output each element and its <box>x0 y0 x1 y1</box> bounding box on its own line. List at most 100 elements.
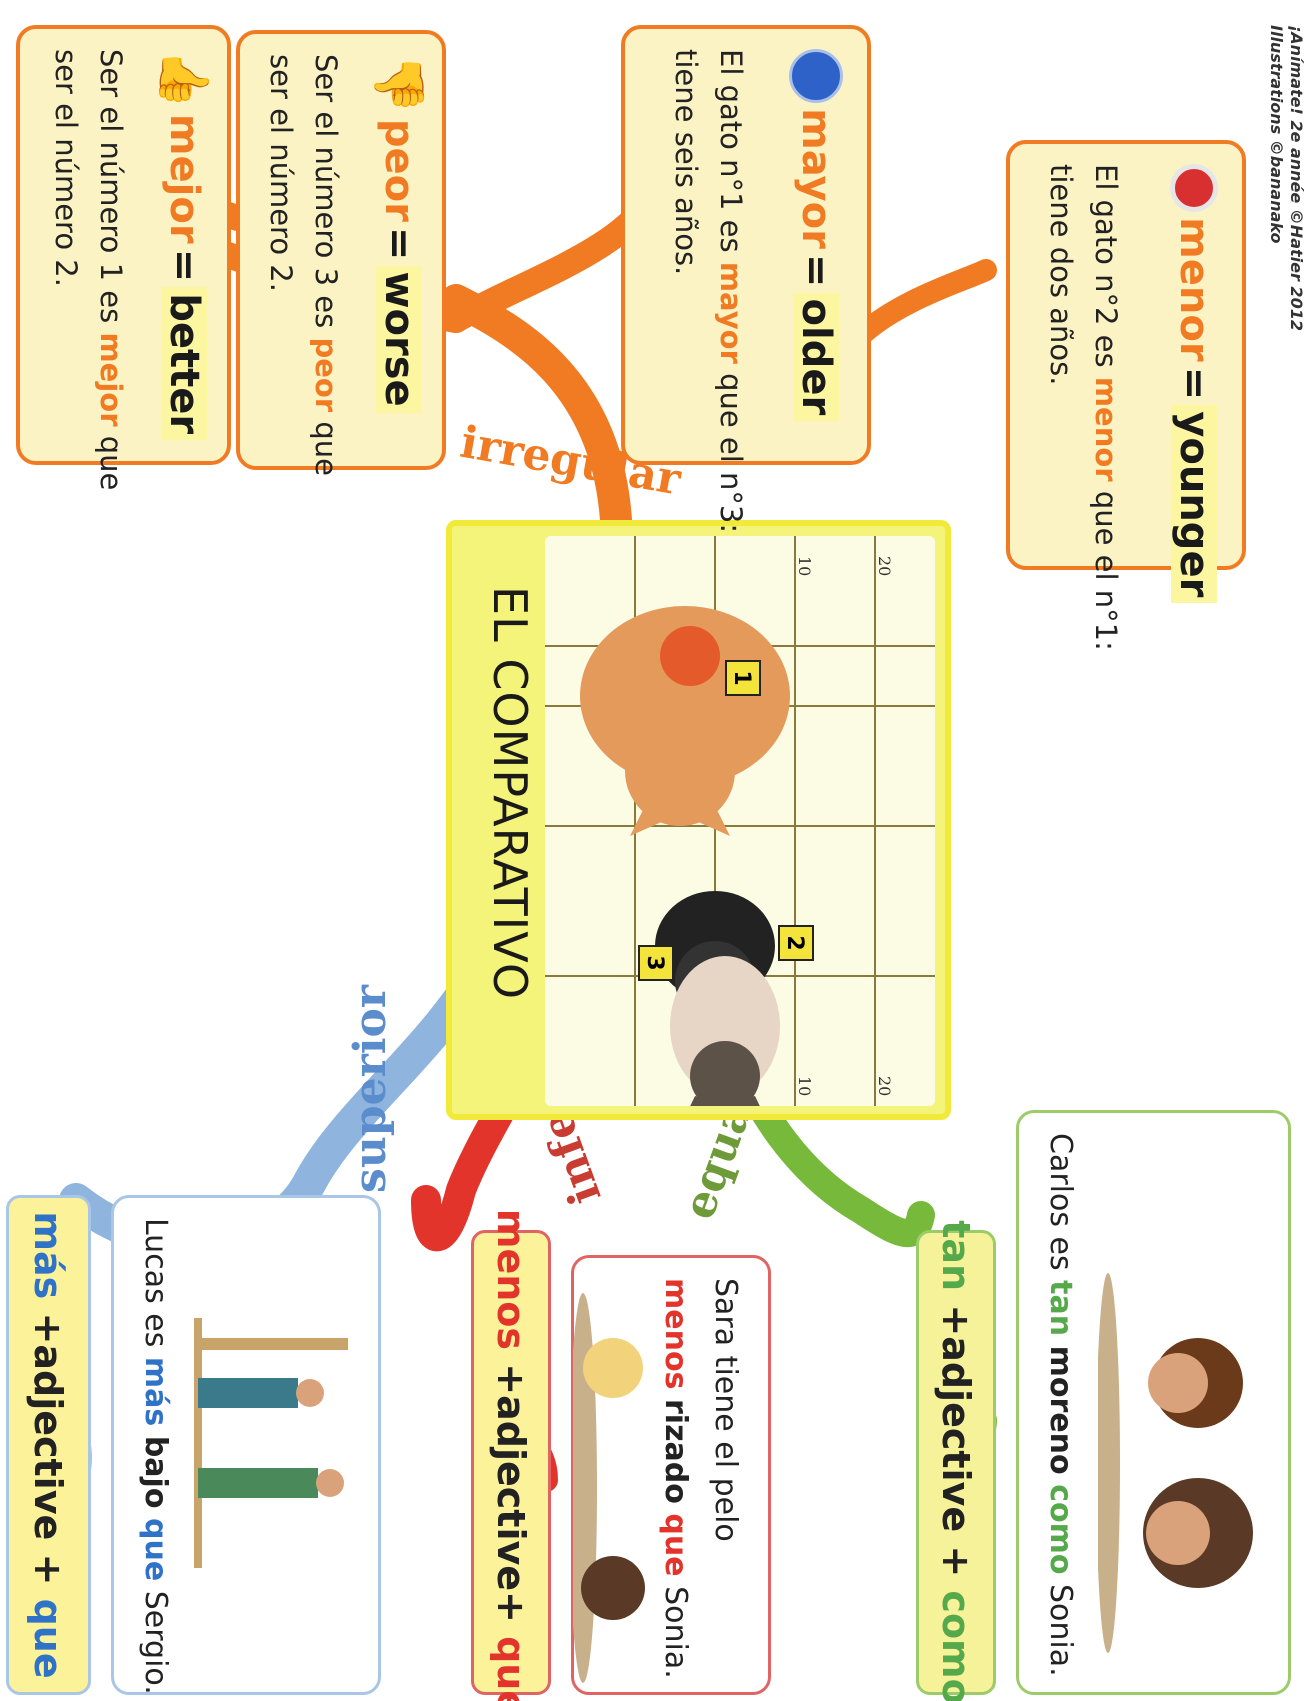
menos-plus-2: + <box>489 1591 533 1623</box>
mejor-example-line2: ser el número 2. <box>49 49 83 287</box>
mas-sentence-que: que <box>138 1517 173 1582</box>
tan-como: como <box>934 1590 978 1701</box>
menos-sentence-part-3: Sonia. <box>658 1586 693 1679</box>
mejor-word: mejor <box>161 113 208 244</box>
mas-sentence-part-3: Sergio. <box>138 1590 173 1695</box>
mas-sentence-part-1: Lucas es <box>138 1218 173 1348</box>
mas-formula: más + adjective + que <box>6 1195 91 1695</box>
cat-1 <box>580 606 790 836</box>
mayor-eq: = <box>793 253 839 288</box>
tan-sentence-part-1: Carlos es <box>1043 1133 1078 1271</box>
peor-example-part-1: Ser el número 3 es <box>309 54 343 329</box>
menor-translation: younger <box>1171 405 1217 604</box>
tan-plus-1: + <box>934 1304 978 1337</box>
peor-example-word: peor <box>309 337 343 413</box>
credit-line-2: Illustrations ©bananako <box>1267 25 1286 244</box>
boys-height-illustration <box>194 1318 348 1568</box>
menor-example-word: menor <box>1089 376 1123 482</box>
center-title: EL COMPARATIVO <box>483 586 537 1001</box>
peor-example-part-2: que <box>309 421 343 476</box>
mayor-example-line2: tiene seis años. <box>669 49 703 276</box>
thumbs-up-icon: 👍 <box>156 49 212 109</box>
mas-plus-2: + <box>26 1553 71 1586</box>
cat-tag-2: 2 <box>782 935 807 950</box>
mas-sentence-mas: más <box>138 1356 173 1427</box>
menos-formula: menos + adjective + que <box>471 1209 551 1701</box>
cat-tag-3: 3 <box>642 955 667 970</box>
cats-illustration: 1 2 3 20 10 20 10 <box>545 536 935 1106</box>
ruler-mark-right-top: 20 <box>875 1076 894 1096</box>
irregular-card-mayor: mayor = older El gato n°1 es mayor que e… <box>621 25 871 533</box>
menor-example-line1: El gato n°2 es menor que el n°1: <box>1085 164 1127 651</box>
peor-word: peor <box>376 118 423 222</box>
mas-example-card: Lucas es más bajo que Sergio. <box>111 1195 381 1695</box>
mas-word: más <box>26 1211 71 1300</box>
mayor-example-word: mayor <box>714 261 748 364</box>
menor-eq: = <box>1171 366 1217 401</box>
mejor-translation: better <box>161 287 208 441</box>
menos-sentence-line1: Sara tiene el pelo <box>708 1278 743 1542</box>
blue-dot-icon <box>789 49 843 103</box>
menor-example-line2: tiene dos años. <box>1044 164 1078 386</box>
tan-sentence-tan: tan <box>1043 1280 1078 1337</box>
credit: ¡Anímate! 2e année ©Hatier 2012 Illustra… <box>1266 25 1306 331</box>
menos-example-card: Sara tiene el pelo menos rizado que Soni… <box>571 1255 771 1695</box>
menor-example-part-1: El gato n°2 es <box>1089 164 1123 368</box>
thumbs-down-icon: 👎 <box>371 54 427 114</box>
girls-hair-illustration <box>573 1293 645 1683</box>
cat-tag-1: 1 <box>729 670 754 685</box>
mayor-example-line1: El gato n°1 es mayor que el n°3: <box>710 49 752 533</box>
menos-sentence-que: que <box>658 1513 693 1577</box>
tan-sentence-como: como <box>1043 1484 1078 1575</box>
menos-sentence-menos: menos <box>658 1278 693 1390</box>
tan-sentence: Carlos es tan moreno como Sonia. <box>1037 1133 1083 1677</box>
mayor-example-part-1: El gato n°1 es <box>714 49 748 253</box>
tan-sentence-part-3: Sonia. <box>1043 1584 1078 1677</box>
menos-word: menos <box>489 1208 533 1351</box>
mejor-eq: = <box>161 248 208 283</box>
mejor-example-word: mejor <box>94 332 128 427</box>
irregular-card-mejor: 👍 mejor = better Ser el número 1 es mejo… <box>16 25 231 490</box>
ruler-mark-left-top: 20 <box>875 556 894 576</box>
irregular-card-peor: 👎 peor = worse Ser el número 3 es peor q… <box>236 30 446 476</box>
mejor-example-line1: Ser el número 1 es mejor que <box>90 49 132 490</box>
peor-example-line1: Ser el número 3 es peor que <box>305 54 347 476</box>
menos-sentence-adj: rizado <box>658 1398 693 1504</box>
tan-word: tan <box>934 1220 978 1292</box>
mayor-example-part-2: que el n°3: <box>714 373 748 534</box>
mas-adjective: adjective <box>26 1344 71 1541</box>
mayor-translation: older <box>793 292 839 422</box>
menos-adjective: adjective <box>489 1395 533 1592</box>
mas-sentence-adj: bajo <box>138 1435 173 1509</box>
menos-sentence-line2: menos rizado que Sonia. <box>652 1278 698 1679</box>
branch-irregular-menor <box>845 259 997 351</box>
tan-formula: tan + adjective + como <box>916 1220 996 1701</box>
tan-plus-2: + <box>934 1545 978 1578</box>
mas-sentence: Lucas es más bajo que Sergio. <box>132 1218 178 1695</box>
tan-adjective: adjective <box>934 1336 978 1533</box>
cats-scene: 1 2 3 20 10 20 10 <box>545 536 935 1106</box>
center-box: EL COMPARATIVO <box>446 520 951 1120</box>
peor-eq: = <box>376 226 423 261</box>
mas-que: que <box>26 1598 71 1679</box>
ruler-mark-right-mid: 10 <box>795 1076 814 1096</box>
mayor-word: mayor <box>793 108 839 249</box>
mejor-example-part-1: Ser el número 1 es <box>94 49 128 324</box>
menos-que: que <box>489 1636 533 1701</box>
peor-translation: worse <box>376 265 423 413</box>
menos-plus-1: + <box>489 1363 533 1396</box>
cat-3 <box>670 956 780 1106</box>
ruler-mark-left-mid: 10 <box>795 556 814 576</box>
mas-plus-1: + <box>26 1312 71 1345</box>
tan-example-card: Carlos es tan moreno como Sonia. <box>1016 1110 1291 1695</box>
tan-sentence-adj: moreno <box>1043 1345 1078 1475</box>
mejor-example-part-2: que <box>94 435 128 491</box>
menor-example-part-2: que el n°1: <box>1089 490 1123 651</box>
irregular-card-menor: menor = younger El gato n°2 es menor que… <box>1006 140 1246 651</box>
red-dot-icon <box>1170 164 1218 212</box>
credit-line-1: ¡Anímate! 2e année ©Hatier 2012 <box>1287 25 1306 331</box>
menor-word: menor <box>1171 217 1217 362</box>
label-superior: superior <box>345 985 396 1193</box>
carlos-sonia-illustration <box>1098 1273 1253 1653</box>
